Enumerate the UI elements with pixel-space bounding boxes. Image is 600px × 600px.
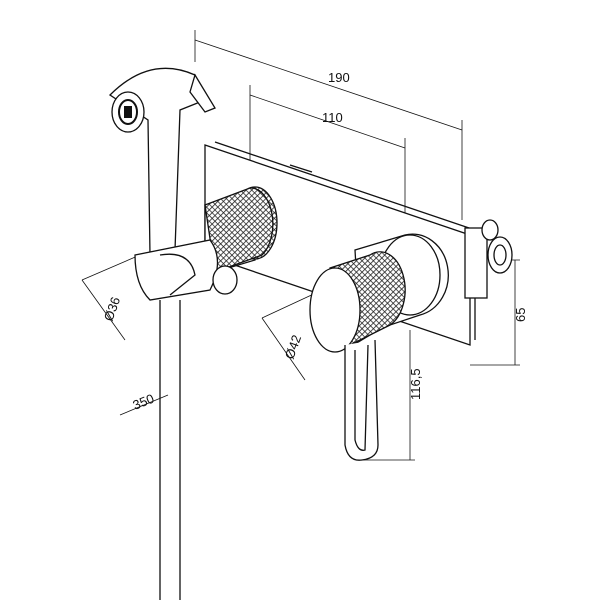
dimension-d42 xyxy=(261,291,319,381)
hand-shower xyxy=(108,67,216,256)
label-190: 190 xyxy=(328,70,350,85)
label-d36: Ø36 xyxy=(101,295,124,323)
dimension-116-5 xyxy=(360,330,415,461)
mixer-lever xyxy=(344,339,379,461)
dimension-190 xyxy=(194,30,463,220)
side-outlet xyxy=(464,219,513,299)
label-350: 350 xyxy=(131,391,157,413)
label-110: 110 xyxy=(322,110,343,125)
shower-hose xyxy=(159,300,181,600)
label-116-5: 116,5 xyxy=(408,368,423,400)
label-65: 65 xyxy=(513,308,528,322)
left-knob xyxy=(204,186,278,276)
shower-holder xyxy=(134,239,238,301)
right-mixer xyxy=(309,233,449,353)
label-d42: Ø42 xyxy=(282,333,305,361)
dimension-d36 xyxy=(81,254,141,341)
